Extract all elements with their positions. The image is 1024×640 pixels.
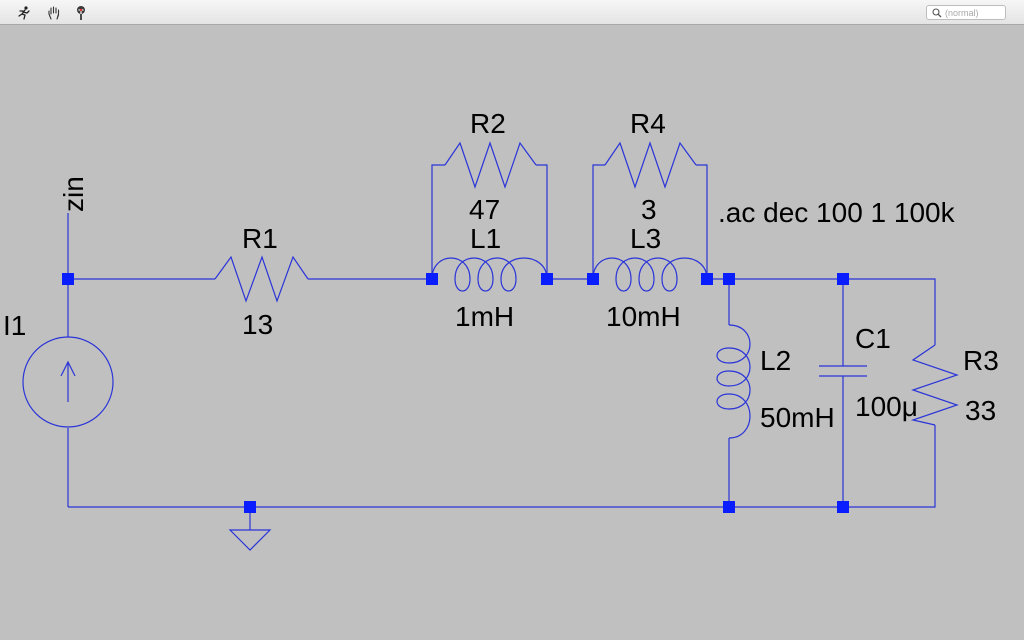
node: [426, 273, 438, 285]
node: [723, 501, 735, 513]
node: [587, 273, 599, 285]
node: [541, 273, 553, 285]
run-button[interactable]: [15, 4, 33, 21]
node: [244, 501, 256, 513]
r1-name-label: R1: [242, 223, 278, 254]
hand-icon: [48, 5, 60, 20]
node: [837, 501, 849, 513]
probe-icon: [77, 5, 85, 20]
search-icon: [932, 7, 942, 17]
l1-name-label: L1: [470, 223, 501, 254]
inductor-l1[interactable]: [431, 257, 548, 292]
search-field[interactable]: [926, 5, 1006, 20]
spice-directive[interactable]: .ac dec 100 1 100k: [718, 197, 956, 228]
inductor-l2[interactable]: [716, 324, 751, 439]
wire-r2-loop: [431, 164, 548, 279]
r3-value-label: 33: [965, 395, 996, 426]
search-input[interactable]: [942, 6, 1003, 19]
r2-name-label: R2: [470, 108, 506, 139]
inductor-l3[interactable]: [592, 257, 708, 292]
r2-value-label: 47: [469, 194, 500, 225]
wire-top-right: [707, 278, 936, 345]
node: [723, 273, 735, 285]
ground-symbol[interactable]: [228, 529, 272, 551]
wire-bottom: [68, 425, 936, 508]
r4-name-label: R4: [630, 108, 666, 139]
wires: [67, 164, 936, 530]
l3-value-label: 10mH: [606, 301, 681, 332]
l3-name-label: L3: [630, 223, 661, 254]
junction-nodes: [62, 273, 849, 513]
i1-name-label: I1: [3, 310, 26, 341]
toolbar: [0, 0, 1024, 25]
c1-name-label: C1: [855, 323, 891, 354]
resistor-r2[interactable]: [444, 141, 537, 189]
wire-r4-loop: [592, 164, 708, 279]
resistor-r1[interactable]: [214, 255, 309, 303]
probe-button[interactable]: [72, 4, 90, 21]
l2-name-label: L2: [760, 345, 791, 376]
resistor-r4[interactable]: [604, 141, 697, 189]
node: [62, 273, 74, 285]
run-icon: [18, 5, 30, 20]
l2-value-label: 50mH: [760, 402, 835, 433]
node: [837, 273, 849, 285]
pan-button[interactable]: [45, 4, 63, 21]
net-label-zin[interactable]: zin: [58, 176, 89, 212]
c1-value-label: 100μ: [855, 391, 918, 422]
schematic-canvas[interactable]: zin .ac dec 100 1 100k I1 R1 13 R2 47 L1…: [0, 25, 1024, 640]
r3-name-label: R3: [963, 345, 999, 376]
node: [701, 273, 713, 285]
resistor-r3[interactable]: [910, 344, 959, 426]
l1-value-label: 1mH: [455, 301, 514, 332]
r4-value-label: 3: [641, 194, 657, 225]
capacitor-c1[interactable]: [819, 365, 867, 377]
r1-value-label: 13: [242, 309, 273, 340]
current-source-i1[interactable]: [22, 336, 114, 428]
